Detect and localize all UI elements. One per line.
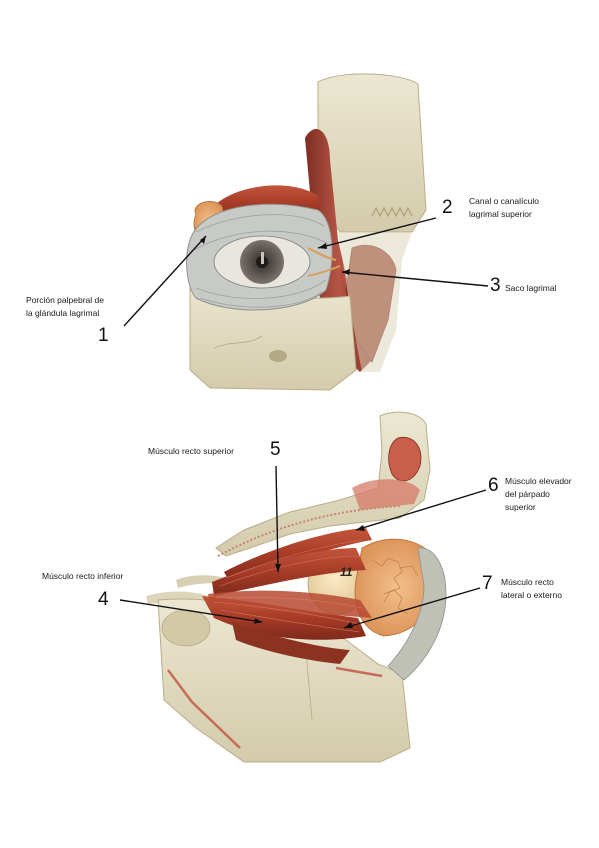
- bottom-optic-stalk: [176, 575, 226, 588]
- leader-line-4: [119, 599, 263, 623]
- label-5-number: 5: [270, 439, 281, 460]
- label-1-number: 1: [98, 325, 109, 346]
- bottom-muscle-fibers: [213, 539, 363, 633]
- arrowhead-7: [344, 622, 353, 628]
- label-7-line2: lateral o externo: [501, 590, 562, 600]
- top-canaliculus-inferior: [307, 265, 341, 277]
- top-side-plaster: [338, 232, 412, 372]
- bottom-superior-rectus: [212, 548, 366, 596]
- label-2-number: 2: [442, 197, 453, 218]
- arrowhead-3: [342, 269, 350, 275]
- leader-line-6: [355, 489, 487, 531]
- label-6-line2: del párpado: [505, 489, 550, 499]
- label-7-line1: Músculo recto: [501, 577, 554, 587]
- arrowhead-1: [200, 236, 206, 244]
- top-rear-block-suture: [371, 206, 413, 218]
- arrowhead-2: [318, 243, 327, 249]
- label-3-text: Saco lagrimal: [505, 283, 557, 293]
- bottom-roof-edge: [217, 505, 401, 557]
- arrowhead-5: [275, 564, 281, 572]
- eyeball-marking: 11: [340, 565, 353, 579]
- top-base-hole: [269, 350, 287, 362]
- bottom-base-red-edge: [167, 669, 241, 749]
- bottom-fat-lobules: [371, 557, 419, 615]
- label-6-line1: Músculo elevador: [505, 476, 572, 486]
- bottom-frontal-sinus: [388, 436, 422, 482]
- leader-line-2: [317, 217, 437, 249]
- bottom-orbital-roof-bone: [352, 479, 420, 510]
- arrowhead-4: [254, 618, 262, 624]
- leader-line-3: [341, 271, 489, 287]
- bottom-lower-muscle-mass: [232, 622, 350, 664]
- label-4-text: Músculo recto inferior: [42, 571, 124, 581]
- bottom-lateral-tissue: [387, 547, 447, 681]
- bottom-base-crack: [305, 651, 313, 721]
- bottom-base-red-edge-2: [335, 666, 383, 678]
- label-1-line2: la glándula lagrimal: [26, 308, 100, 318]
- label-6-line3: superior: [505, 502, 536, 512]
- bottom-skull-section: [215, 411, 431, 557]
- top-eyelid-folds: [193, 214, 329, 308]
- top-iris-peg: [261, 252, 264, 264]
- leader-line-1: [123, 235, 207, 327]
- label-4-number: 4: [98, 589, 109, 610]
- label-6-number: 6: [488, 475, 499, 496]
- top-base-crack: [213, 335, 263, 349]
- label-3-number: 3: [490, 275, 501, 296]
- label-2-line1: Canal o canalículo: [469, 196, 539, 206]
- leader-line-5: [275, 465, 279, 573]
- label-7-number: 7: [482, 573, 493, 594]
- label-2-line2: lagrimal superior: [469, 209, 532, 219]
- label-1-line1: Porción palpebral de: [26, 295, 104, 305]
- label-5-text: Músculo recto superior: [148, 446, 234, 456]
- top-canaliculus: [307, 247, 337, 262]
- arrowhead-6: [356, 525, 365, 531]
- leader-line-7: [343, 587, 481, 629]
